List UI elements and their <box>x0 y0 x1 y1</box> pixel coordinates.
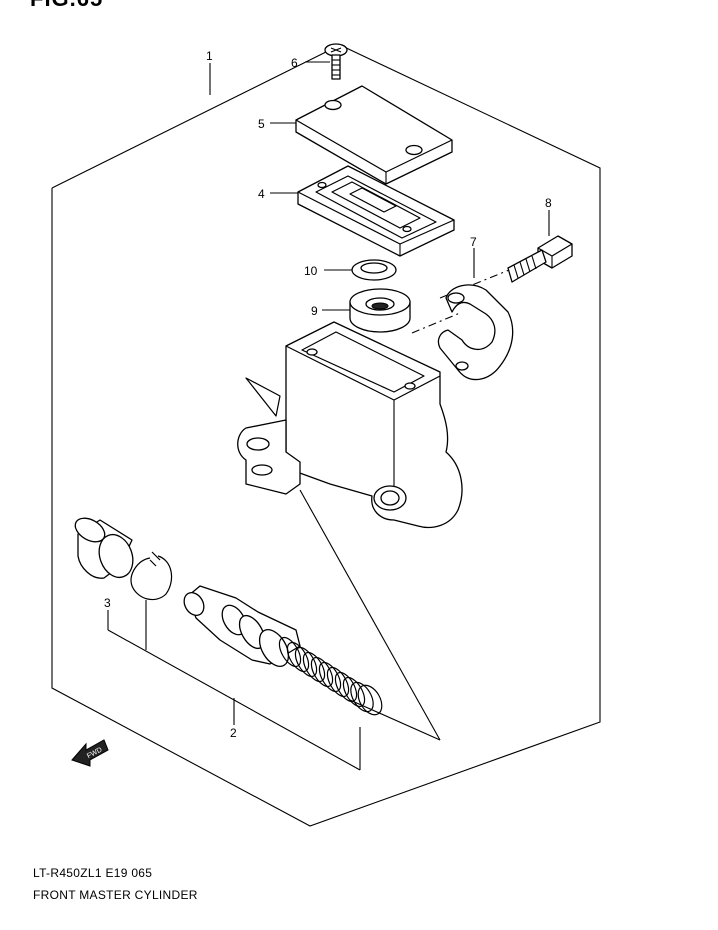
callout-4: 4 <box>258 187 265 201</box>
callout-3: 3 <box>104 596 111 610</box>
circlip <box>130 551 173 601</box>
master-cylinder-body <box>237 321 463 529</box>
callout-6: 6 <box>291 56 298 70</box>
screw-part-6 <box>324 43 348 80</box>
callout-7: 7 <box>470 235 477 249</box>
footer-model-code: LT-R450ZL1 E19 065 <box>33 866 153 880</box>
plate-part-9 <box>349 288 411 333</box>
clamp-part-7 <box>437 284 514 381</box>
diaphragm-part-4 <box>297 165 455 257</box>
spring <box>278 636 383 716</box>
reservoir-cap-part-5 <box>295 85 453 185</box>
callout-2: 2 <box>230 726 237 740</box>
callout-1: 1 <box>206 49 213 63</box>
bolt-part-8 <box>507 235 573 283</box>
callout-8: 8 <box>545 196 552 210</box>
callout-9: 9 <box>311 304 318 318</box>
figure-title: FIG.65 <box>30 0 103 12</box>
piston <box>183 585 301 667</box>
callout-5: 5 <box>258 117 265 131</box>
footer-diagram-title: FRONT MASTER CYLINDER <box>33 888 198 902</box>
leader-lines <box>107 61 550 771</box>
callout-10: 10 <box>304 264 318 278</box>
cup-part-3 <box>74 517 134 579</box>
fwd-arrow-icon: FWD <box>71 739 109 767</box>
ring-part-10 <box>351 259 397 281</box>
